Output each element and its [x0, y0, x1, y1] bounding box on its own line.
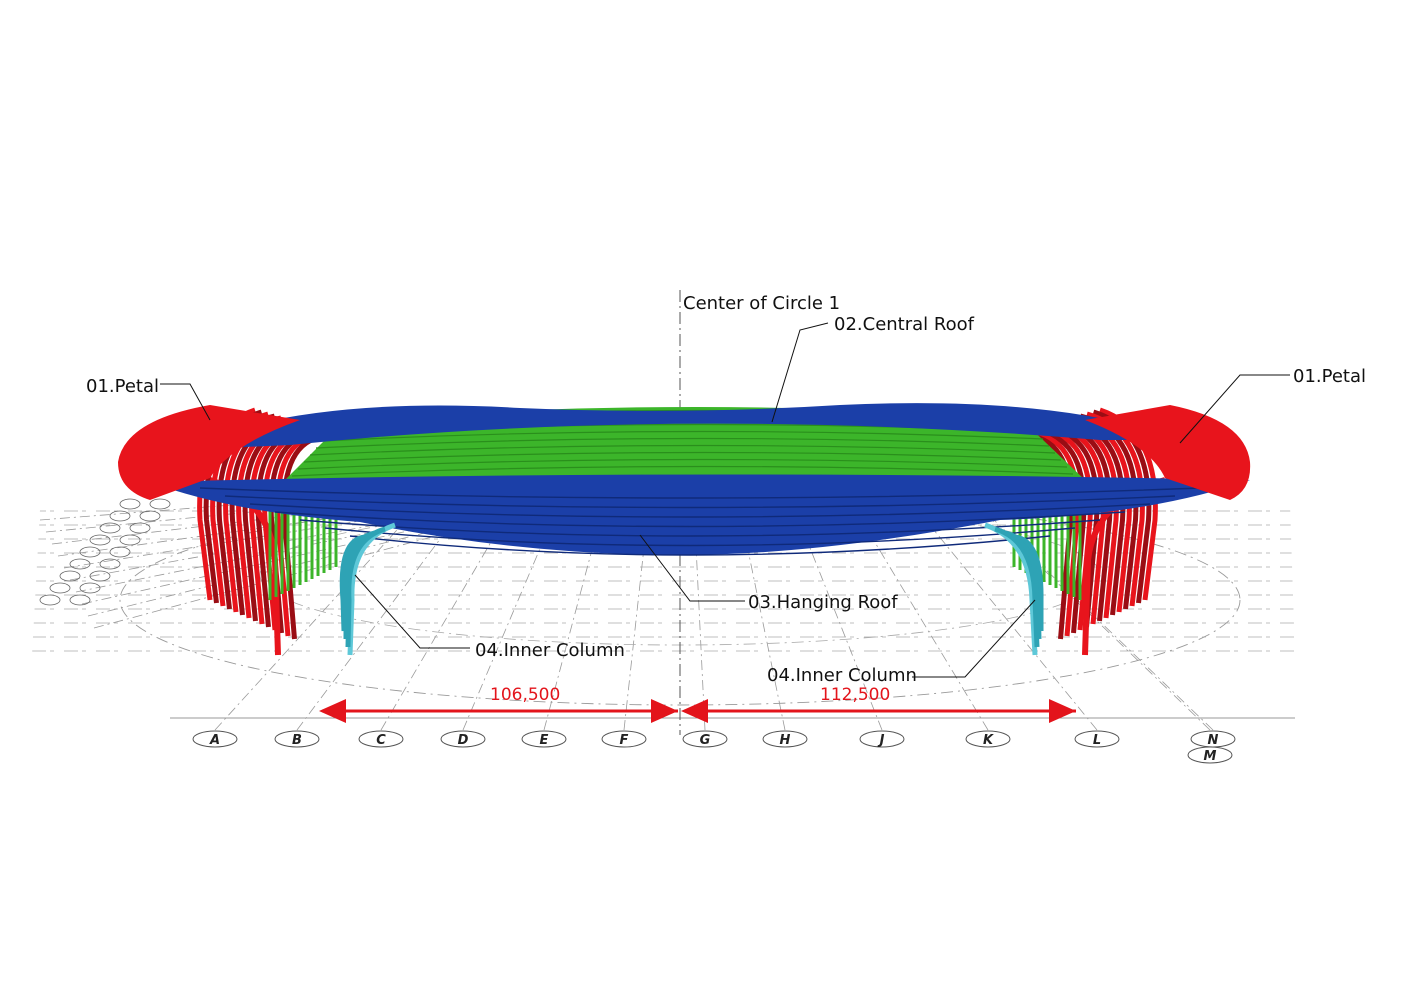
hanging-roof [150, 403, 1250, 556]
side-grid-bubbles [39, 498, 171, 606]
grid-axis-label: J [877, 733, 885, 748]
grid-axis-label: L [1093, 733, 1101, 748]
hanging-roof-label: 03.Hanging Roof [748, 592, 898, 613]
petal-right-label: 01.Petal [1293, 366, 1366, 387]
inner-column-left-label: 04.Inner Column [475, 640, 625, 661]
grid-axis-label: A [209, 733, 220, 748]
grid-axis-label: H [780, 733, 791, 748]
grid-axis-bubbles: A B C D E F G H J K L NM [192, 730, 1236, 764]
petal-caps [118, 405, 1251, 500]
grid-axis-label: F [620, 733, 629, 748]
grid-axis-label: M [1204, 749, 1217, 764]
central-roof-label: 02.Central Roof [834, 314, 975, 335]
inner-columns [339, 522, 1044, 656]
dimension-left-value: 106,500 [490, 685, 560, 705]
grid-axis-label: D [458, 733, 469, 748]
leader-lines [160, 322, 1290, 678]
grid-axis-label: N [1208, 733, 1219, 748]
grid-axis-label: E [540, 733, 549, 748]
petal-left-label: 01.Petal [86, 376, 159, 397]
grid-axis-label: K [983, 733, 994, 748]
center-of-circle-label: Center of Circle 1 [683, 293, 840, 314]
dimension-right-value: 112,500 [820, 685, 890, 705]
grid-axis-label: B [292, 733, 302, 748]
inner-column-right-label: 04.Inner Column [767, 665, 917, 686]
grid-axis-label: G [700, 733, 711, 748]
dimension-lines: 106,500 112,500 [319, 685, 1076, 723]
grid-axis-label: C [376, 733, 386, 748]
